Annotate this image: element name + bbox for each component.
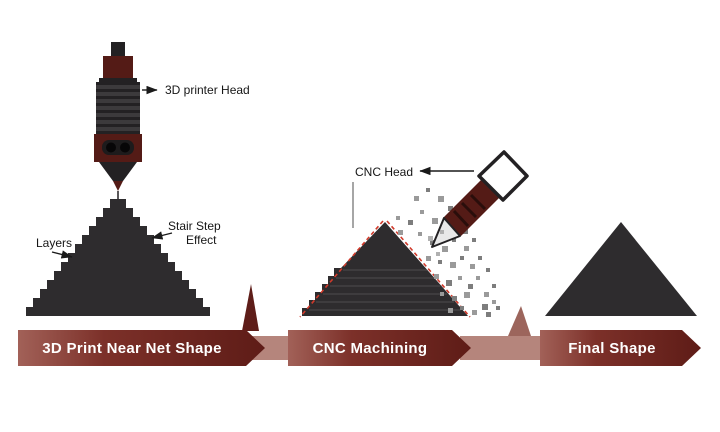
tip-chips: [428, 230, 444, 256]
printer-top-block: [103, 56, 133, 80]
printer-collar: [99, 78, 137, 83]
ribbon-fold-spike-2: [508, 306, 531, 336]
stepped-pyramid: [26, 199, 210, 316]
ribbon-step-3: [540, 330, 701, 366]
heater-bolt-left: [106, 142, 116, 153]
printer-head-label: 3D printer Head: [165, 83, 250, 97]
cnc-head-label: CNC Head: [355, 165, 413, 179]
callout-layers: Layers: [36, 236, 73, 259]
nozzle-tip: [113, 181, 123, 191]
printer-head: [94, 42, 142, 201]
ribbon-step-3-label: Final Shape: [568, 340, 656, 357]
callout-cnc-head: CNC Head: [352, 165, 474, 228]
final-shape-triangle: [545, 222, 697, 316]
process-ribbon: 3D Print Near Net Shape CNC Machining Fi…: [18, 284, 701, 366]
near-net-pyramid-body: [302, 222, 468, 316]
heater-bolt-right: [120, 142, 130, 153]
cnc-tool-flutes: [452, 193, 487, 228]
ribbon-step-2: [288, 330, 471, 366]
stair-step-label-line1: Stair Step: [168, 219, 221, 233]
filament-stub: [111, 42, 125, 58]
machining-allowance-dash-left: [299, 220, 384, 318]
printer-heatsink: [96, 82, 140, 134]
cnc-tool-head-cap: [477, 150, 529, 202]
layer-lines: [309, 269, 461, 311]
stair-step-label-line2: Effect: [186, 233, 217, 247]
layers-label: Layers: [36, 236, 72, 250]
callout-stair-step: Stair Step Effect: [151, 219, 221, 247]
cnc-tool: [428, 150, 529, 256]
ribbon-step-2-label: CNC Machining: [313, 340, 428, 357]
ribbon-fold-spike-1: [242, 284, 259, 331]
stair-step-leader-arrow: [151, 231, 173, 240]
ribbon-step-1-label: 3D Print Near Net Shape: [42, 340, 221, 357]
printer-nozzle: [99, 162, 137, 181]
callout-printer-head: 3D printer Head: [142, 83, 250, 97]
ribbon-step-1: [18, 330, 265, 366]
ribbon-connector-2: [460, 336, 550, 360]
cnc-tool-tip: [431, 217, 461, 248]
layers-leader-arrow: [51, 250, 73, 259]
cnc-tool-shaft: [443, 179, 500, 236]
near-net-pyramid: [299, 220, 471, 318]
